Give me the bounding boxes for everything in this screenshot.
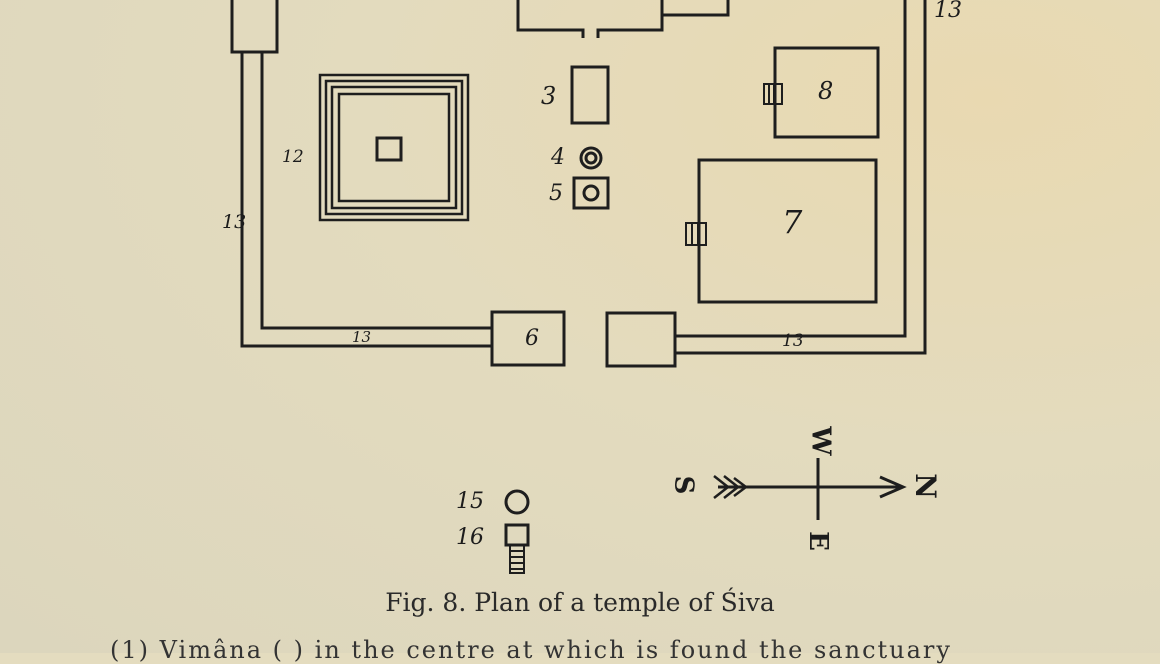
label-13-bottom-left: 13 (352, 328, 372, 346)
structure-5 (572, 176, 610, 210)
structure-16-steps (509, 544, 525, 574)
enclosure-wall-inner-left (260, 52, 492, 330)
label-13-bottom-right: 13 (782, 331, 804, 351)
compass-arrowhead (879, 475, 907, 499)
gate-block-right (605, 311, 677, 368)
label-6: 6 (525, 326, 539, 351)
compass (713, 458, 907, 520)
top-structure-right (596, 0, 664, 38)
corner-block-top-left (230, 0, 279, 54)
structure-4-outer (579, 146, 603, 170)
label-7: 7 (782, 203, 803, 241)
label-3: 3 (541, 82, 557, 110)
compass-south-label: S (668, 475, 699, 495)
label-8: 8 (818, 77, 834, 105)
label-12: 12 (282, 147, 304, 167)
label-4: 4 (551, 145, 565, 170)
building-7-door (685, 222, 707, 246)
enclosure-wall-outer-right (675, 0, 927, 355)
top-structure-far-right (662, 0, 730, 17)
compass-north-label: N (908, 473, 942, 499)
label-13-top-right: 13 (934, 0, 962, 23)
structure-15 (504, 489, 530, 515)
figure-caption: Fig. 8. Plan of a temple of Śiva (385, 588, 775, 617)
top-structure-left (516, 0, 585, 38)
label-15: 15 (456, 489, 484, 514)
gate-block-6 (490, 310, 566, 367)
label-16: 16 (456, 525, 484, 550)
enclosure-wall-outer-left (240, 52, 492, 348)
enclosure-wall-inner-right (675, 0, 907, 338)
structure-4-inner (584, 151, 598, 165)
tank-centre-square (375, 136, 403, 162)
stepped-tank-12 (318, 73, 470, 222)
label-13-left: 13 (222, 211, 247, 233)
structure-5-circle (582, 184, 600, 202)
compass-west-label: W (805, 426, 836, 456)
compass-east-label: E (802, 531, 833, 551)
structure-3 (570, 65, 610, 125)
label-5: 5 (549, 181, 563, 206)
compass-fletching (713, 475, 747, 499)
body-text-cut-line: (1) Vimâna ( ) in the centre at which is… (110, 636, 952, 664)
structure-16 (504, 523, 530, 547)
